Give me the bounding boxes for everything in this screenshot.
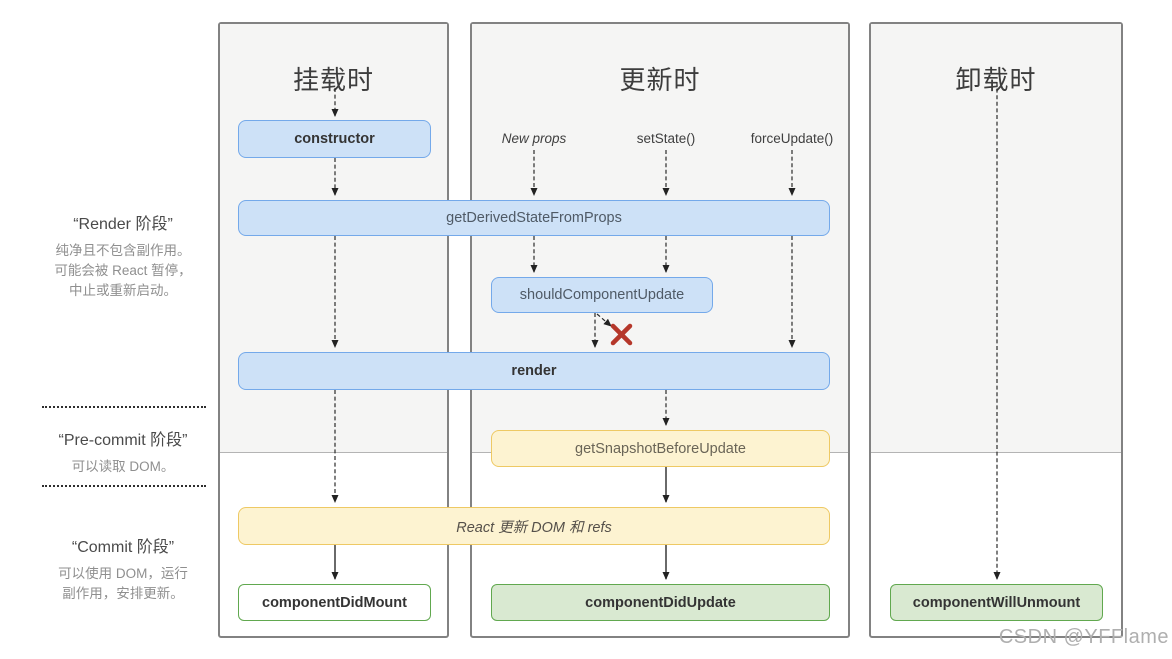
trigger-force-update: forceUpdate() [750,131,834,146]
phase-render-desc-line: 纯净且不包含副作用。 [55,243,191,258]
node-get-snapshot-before-update: getSnapshotBeforeUpdate [491,430,830,467]
phase-commit-desc-line: 副作用，安排更新。 [62,586,184,601]
dotted-divider-bottom [42,485,206,487]
phase-render: “Render 阶段” 纯净且不包含副作用。 可能会被 React 暂停， 中止… [30,210,216,301]
phase-precommit-desc-line: 可以读取 DOM。 [71,459,175,474]
panel-update-title: 更新时 [619,65,701,95]
node-render: render [238,352,830,390]
node-component-will-unmount: componentWillUnmount [890,584,1103,621]
dotted-divider-top [42,406,206,408]
node-should-component-update: shouldComponentUpdate [491,277,713,313]
trigger-new-props: New props [501,131,567,146]
panel-update: 更新时 [470,22,850,638]
panel-unmount-title: 卸载时 [955,65,1037,95]
node-react-updates-dom: React 更新 DOM 和 refs [238,507,830,545]
panel-mount: 挂载时 [218,22,449,638]
phase-render-title: “Render 阶段” [73,216,173,233]
node-get-derived-state-from-props: getDerivedStateFromProps [238,200,830,236]
node-constructor: constructor [238,120,431,158]
phase-commit-title: “Commit 阶段” [71,539,175,556]
node-component-did-mount: componentDidMount [238,584,431,621]
panel-unmount: 卸载时 [869,22,1123,638]
phase-precommit-title: “Pre-commit 阶段” [58,432,188,449]
phase-commit: “Commit 阶段” 可以使用 DOM，运行 副作用，安排更新。 [30,533,216,604]
phase-commit-desc-line: 可以使用 DOM，运行 [58,566,188,581]
watermark-text: CSDN @YFFlame [998,626,1169,648]
phase-render-desc-line: 中止或重新启动。 [69,283,177,298]
phase-precommit: “Pre-commit 阶段” 可以读取 DOM。 [30,426,216,477]
panel-unmount-render-zone [871,24,1121,453]
node-component-did-update: componentDidUpdate [491,584,830,621]
phase-render-desc-line: 可能会被 React 暂停， [54,263,192,278]
trigger-set-state: setState() [636,131,696,146]
panel-mount-title: 挂载时 [292,65,374,95]
